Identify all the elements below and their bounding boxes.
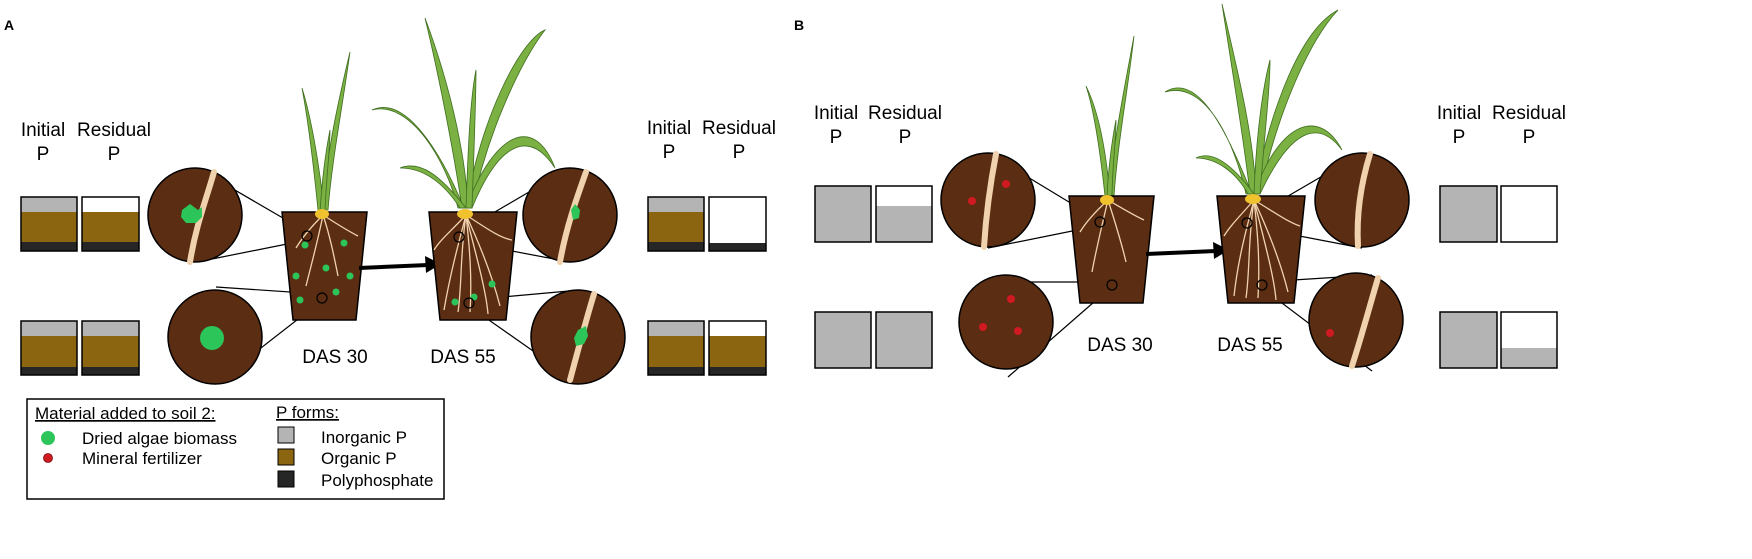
initial-p-header-b-right: Initial (1437, 103, 1481, 124)
stage-label-b-das30: DAS 30 (1087, 335, 1152, 356)
initial-p-header-b-right-2: P (1453, 127, 1466, 148)
roots-icon (433, 214, 513, 315)
panel-b-letter: B (794, 17, 804, 33)
fertilizer-legend-icon (43, 453, 53, 463)
time-arrow-a (358, 256, 441, 273)
stage-label-das30: DAS 30 (302, 347, 367, 368)
residual-p-header-2: P (108, 144, 121, 165)
p-box-b-right-bottom-residual (1500, 311, 1558, 369)
algae-particle-icon (571, 204, 580, 220)
plant-leaves-icon (301, 51, 351, 213)
p-box-b-right-top-residual (1500, 185, 1558, 243)
legend-forms-title: P forms: (276, 403, 339, 422)
seed-icon (457, 209, 473, 219)
p-box-b-right-bottom-initial (1439, 311, 1498, 369)
zoom-circle-a-root-algae-30 (147, 167, 243, 265)
initial-p-header-2: P (37, 144, 50, 165)
legend-form-inorganic: Inorganic P (321, 428, 407, 447)
pot-b-das55 (1164, 3, 1343, 304)
p-box-a-right-bottom-residual (708, 320, 767, 376)
seed-icon (1100, 195, 1114, 205)
legend: Material added to soil 2: Dried algae bi… (26, 398, 445, 500)
p-box-a-left-top-initial (20, 196, 78, 252)
p-box-a-left-bottom-initial (20, 320, 78, 376)
zoom-circle-b-soil-fert-30 (958, 274, 1054, 370)
residual-p-header-b-right: Residual (1492, 103, 1566, 124)
zoom-circle-b-root-fert-30 (940, 151, 1036, 250)
initial-p-header-b: Initial (814, 103, 858, 124)
zoom-circle-a-soil-algae-55 (530, 289, 626, 385)
residual-p-header-right: Residual (702, 118, 776, 139)
p-box-a-left-top-residual (81, 196, 140, 252)
p-box-b-right-top-initial (1439, 185, 1498, 243)
initial-p-header-right-2: P (663, 142, 676, 163)
p-box-b-left-bottom-residual (875, 311, 933, 369)
stage-label-das55: DAS 55 (430, 347, 495, 368)
algae-particle-icon (200, 326, 224, 350)
panel-a: A Initial P Residual P (4, 17, 776, 385)
seed-icon (315, 209, 329, 219)
pot-b-das30 (1068, 35, 1155, 304)
panel-a-letter: A (4, 17, 14, 33)
p-box-a-right-bottom-initial (647, 320, 705, 376)
p-box-b-left-top-residual (875, 185, 933, 243)
pot-a-das55 (371, 17, 556, 321)
initial-p-header-right: Initial (647, 118, 691, 139)
fertilizer-particle-icon (1326, 329, 1334, 337)
legend-form-organic: Organic P (321, 449, 397, 468)
organic-p-swatch (277, 448, 295, 466)
plant-leaves-icon (1164, 3, 1343, 195)
p-box-a-right-top-initial (647, 196, 705, 252)
zoom-circle-b-root-55 (1314, 151, 1410, 249)
legend-material-algae: Dried algae biomass (82, 429, 237, 448)
algae-legend-icon (41, 431, 55, 445)
fertilizer-particle-icon (1007, 295, 1015, 303)
algae-particle-icon (181, 204, 202, 223)
inorganic-p-swatch (277, 426, 295, 444)
zoom-circle-b-soil-55 (1308, 272, 1404, 369)
fertilizer-particle-icon (1002, 180, 1010, 188)
legend-material-title: Material added to soil 2: (35, 404, 216, 423)
p-box-b-left-bottom-initial (814, 311, 872, 369)
fertilizer-particle-icon (968, 197, 976, 205)
initial-p-header-b-2: P (830, 127, 843, 148)
plant-leaves-icon (371, 17, 556, 209)
fertilizer-particle-icon (1014, 327, 1022, 335)
initial-p-header: Initial (21, 120, 65, 141)
polyphosphate-swatch (277, 470, 295, 488)
pot-a-das30 (281, 51, 368, 321)
residual-p-header-b: Residual (868, 103, 942, 124)
plant-leaves-icon (1085, 35, 1135, 199)
residual-p-header-right-2: P (733, 142, 746, 163)
algae-particles-pot (292, 239, 354, 304)
fertilizer-particle-icon (979, 323, 987, 331)
time-arrow-b (1145, 242, 1229, 259)
zoom-circle-a-root-algae-55 (522, 167, 618, 265)
stage-label-b-das55: DAS 55 (1217, 335, 1282, 356)
p-box-a-left-bottom-residual (81, 320, 140, 376)
zoom-circle-a-soil-algae-30 (167, 289, 263, 385)
seed-icon (1245, 194, 1261, 204)
legend-form-polyphosphate: Polyphosphate (321, 471, 433, 490)
panel-b: B Initial P Residual P (794, 3, 1566, 378)
algae-particle-icon (574, 326, 588, 346)
legend-material-fertilizer: Mineral fertilizer (82, 449, 202, 468)
residual-p-header: Residual (77, 120, 151, 141)
residual-p-header-b-2: P (899, 127, 912, 148)
p-box-b-left-top-initial (814, 185, 872, 243)
p-box-a-right-top-residual (708, 196, 767, 252)
residual-p-header-b-right-2: P (1523, 127, 1536, 148)
